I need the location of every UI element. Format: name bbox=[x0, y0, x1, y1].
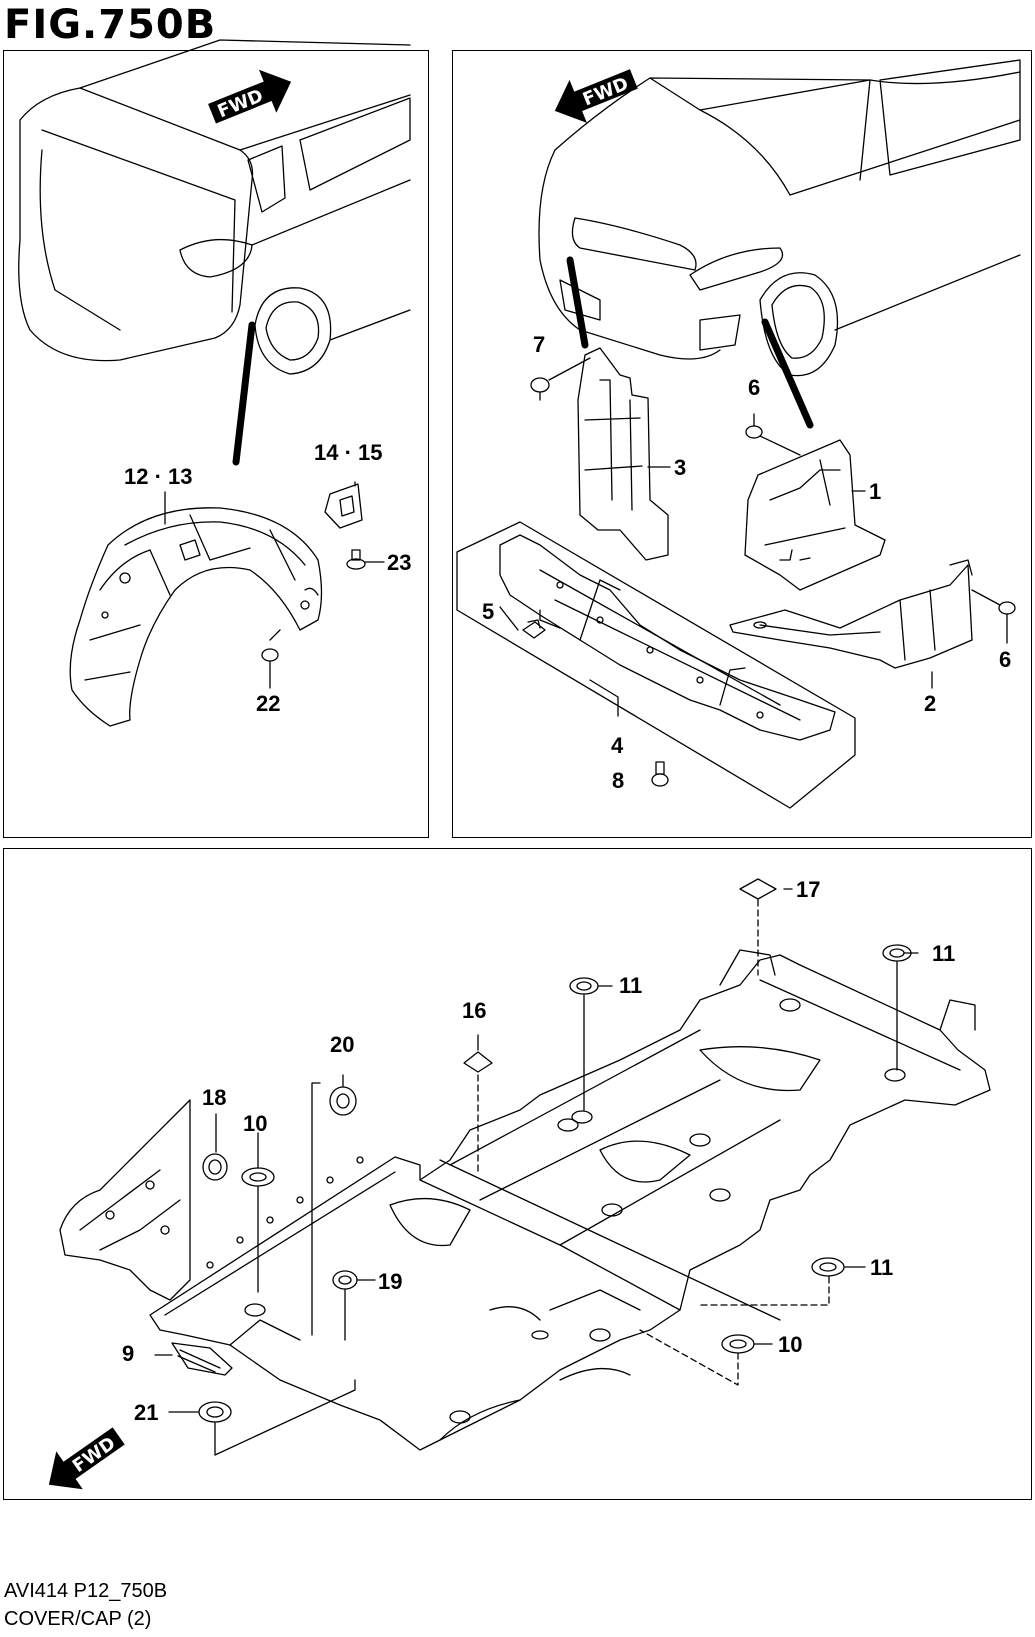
screw-8 bbox=[651, 761, 669, 787]
vehicle-front-outline bbox=[538, 59, 1021, 377]
side-undercover-3 bbox=[577, 347, 669, 561]
callout-19: 19 bbox=[378, 1269, 402, 1294]
screw-7 bbox=[530, 357, 591, 393]
cap-10a bbox=[241, 1167, 275, 1187]
fwd-label: FWD bbox=[580, 73, 632, 110]
undercover-2 bbox=[729, 559, 973, 669]
cap-11a bbox=[569, 977, 599, 995]
callout-20: 20 bbox=[330, 1032, 354, 1057]
clip-bracket-14-15 bbox=[324, 483, 363, 529]
diagram-code: AVI414 P12_750B bbox=[4, 1580, 168, 1602]
undercover-1 bbox=[744, 439, 886, 591]
floor-undercover-assembly bbox=[149, 949, 991, 1451]
callout-16: 16 bbox=[462, 998, 486, 1023]
callout-12-13: 12 · 13 bbox=[124, 464, 193, 489]
leader-arrow bbox=[566, 256, 589, 349]
rear-fender-panel bbox=[3, 50, 429, 838]
callout-2: 2 bbox=[924, 691, 936, 716]
callout-23: 23 bbox=[387, 550, 411, 575]
callout-6b: 6 bbox=[999, 647, 1011, 672]
cap-20 bbox=[329, 1086, 357, 1116]
leader-lines bbox=[154, 391, 1008, 1456]
fwd-label: FWD bbox=[215, 85, 267, 122]
cap-11c bbox=[811, 1257, 845, 1277]
callout-22: 22 bbox=[256, 691, 280, 716]
floor-undercover-panel bbox=[3, 848, 1032, 1500]
callout-18: 18 bbox=[202, 1085, 226, 1110]
screw-6b bbox=[971, 589, 1016, 615]
callout-9: 9 bbox=[122, 1341, 134, 1366]
callout-6a: 6 bbox=[748, 375, 760, 400]
callout-17: 17 bbox=[796, 877, 820, 902]
vehicle-rear-outline bbox=[18, 39, 411, 375]
figure-title: FIG.750B bbox=[4, 2, 217, 48]
undercover-box-4 bbox=[456, 521, 856, 809]
front-side-bracket bbox=[59, 1099, 191, 1301]
fwd-label: FWD bbox=[69, 1433, 120, 1477]
callout-21: 21 bbox=[134, 1400, 158, 1425]
pad-16 bbox=[463, 1051, 493, 1073]
screw-22 bbox=[261, 629, 281, 662]
cap-19 bbox=[332, 1270, 358, 1290]
callout-1: 1 bbox=[869, 479, 881, 504]
callout-11a: 11 bbox=[619, 973, 642, 998]
callout-11b: 11 bbox=[932, 941, 955, 966]
callout-11c: 11 bbox=[870, 1255, 893, 1280]
cap-10b bbox=[721, 1334, 755, 1354]
grille-9 bbox=[171, 1342, 233, 1376]
screw-6a bbox=[745, 425, 801, 456]
fwd-arrow-icon: FWD bbox=[48, 1427, 125, 1490]
leader-arrow bbox=[761, 318, 814, 429]
callout-10b: 10 bbox=[778, 1332, 802, 1357]
callout-4: 4 bbox=[611, 733, 624, 758]
clip-23 bbox=[346, 549, 366, 570]
callout-3: 3 bbox=[674, 455, 686, 480]
fwd-arrow-icon: FWD bbox=[554, 69, 638, 123]
clip-5 bbox=[522, 619, 546, 639]
pad-17 bbox=[739, 878, 777, 900]
rear-fender-liner bbox=[69, 507, 323, 727]
front-undercover-panel bbox=[452, 50, 1032, 838]
cap-21 bbox=[198, 1401, 232, 1423]
callout-14-15: 14 · 15 bbox=[314, 440, 383, 465]
callout-5: 5 bbox=[482, 599, 494, 624]
leader-arrow bbox=[232, 321, 256, 466]
callout-7: 7 bbox=[533, 332, 545, 357]
cap-18 bbox=[202, 1153, 228, 1181]
fwd-arrow-icon: FWD bbox=[208, 69, 292, 124]
callout-8: 8 bbox=[612, 768, 624, 793]
callout-10a: 10 bbox=[243, 1111, 267, 1136]
diagram-title: COVER/CAP (2) bbox=[4, 1608, 152, 1630]
